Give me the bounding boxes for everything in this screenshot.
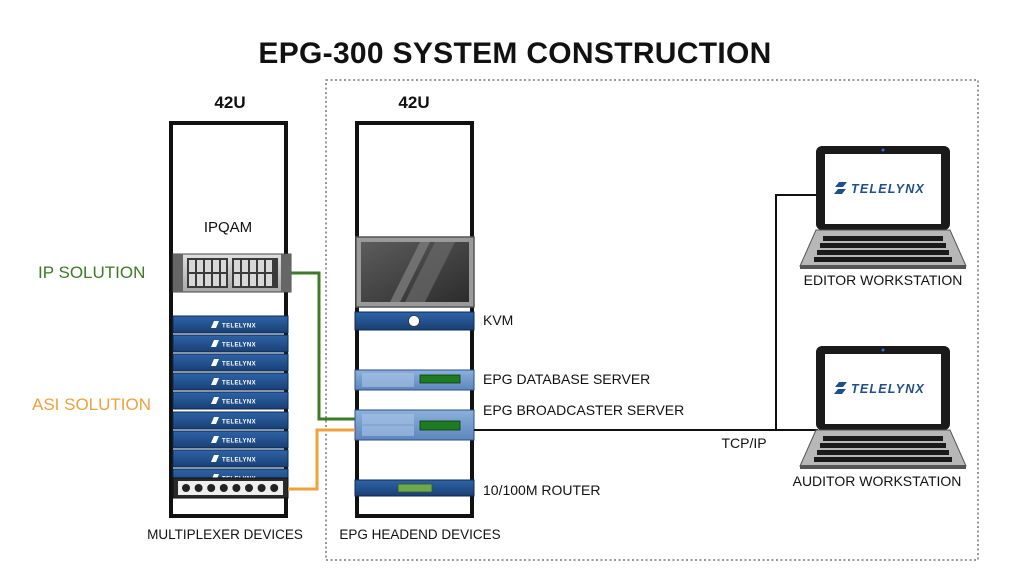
power-outlet-icon: [245, 484, 253, 492]
multiplexer-rack: 42U IPQAM TELELYNXTELELYNXTELELYNXTELELY…: [147, 93, 303, 542]
power-strip: [172, 477, 289, 499]
power-outlet-icon: [257, 484, 266, 492]
database-server-label: EPG DATABASE SERVER: [483, 371, 650, 387]
ip-connection-line: [291, 271, 355, 421]
asi-solution-label: ASI SOLUTION: [32, 395, 151, 414]
multiplexer-caption: MULTIPLEXER DEVICES: [147, 527, 303, 542]
broadcaster-server-label: EPG BROADCASTER SERVER: [483, 402, 684, 418]
multiplexer-unit: TELELYNX: [172, 430, 289, 449]
multiplexer-unit: TELELYNX: [172, 353, 289, 372]
brand-logo-icon: [211, 417, 219, 424]
brand-logo-icon: [211, 397, 219, 404]
ipqam-unit: [172, 253, 292, 293]
kvm-monitor: [355, 236, 475, 308]
router-label: 10/100M ROUTER: [483, 482, 600, 498]
power-outlet-icon: [232, 484, 241, 492]
database-server-unit: [354, 369, 475, 391]
broadcaster-server-unit: [354, 409, 475, 441]
ip-solution-label: IP SOLUTION: [38, 263, 145, 282]
headend-caption: EPG HEADEND DEVICES: [339, 527, 500, 542]
unit-brand-text: TELELYNX: [222, 343, 256, 349]
network-protocol-label: TCP/IP: [721, 435, 766, 451]
kvm-unit: [354, 311, 475, 331]
brand-logo-icon: [211, 378, 219, 385]
brand-logo-icon: [211, 455, 219, 462]
unit-brand-text: TELELYNX: [222, 324, 256, 330]
laptop-brand-text: TELELYNX: [851, 182, 925, 196]
brand-logo-icon: [211, 340, 219, 347]
brand-logo-icon: [211, 321, 219, 328]
unit-brand-text: TELELYNX: [222, 420, 256, 426]
auditor-workstation-label: AUDITOR WORKSTATION: [793, 473, 962, 489]
multiplexer-unit: TELELYNX: [172, 449, 289, 468]
unit-brand-text: TELELYNX: [222, 381, 256, 387]
power-outlet-icon: [219, 484, 228, 492]
multiplexer-unit: TELELYNX: [172, 372, 289, 391]
power-outlet-icon: [182, 484, 190, 492]
multiplexer-unit: TELELYNX: [172, 411, 289, 430]
editor-laptop: TELELYNX: [799, 146, 967, 269]
ipqam-label: IPQAM: [204, 219, 252, 236]
power-outlet-icon: [270, 484, 279, 492]
laptop-brand-text: TELELYNX: [851, 382, 925, 396]
editor-workstation-label: EDITOR WORKSTATION: [804, 272, 963, 288]
page-title: EPG-300 SYSTEM CONSTRUCTION: [258, 37, 771, 70]
power-outlet-icon: [207, 484, 216, 492]
rack-height-label: 42U: [214, 93, 245, 112]
unit-brand-text: TELELYNX: [222, 439, 256, 445]
power-outlet-icon: [194, 484, 203, 492]
multiplexer-unit: TELELYNX: [172, 334, 289, 353]
multiplexer-units: TELELYNX TELELYNX TELELYNX TELELYNX TELELYNX…: [172, 315, 289, 487]
multiplexer-unit: TELELYNX: [172, 315, 289, 334]
rack-height-label: 42U: [398, 93, 429, 112]
router-unit: [354, 479, 475, 497]
unit-brand-text: TELELYNX: [222, 362, 256, 368]
asi-connection-line: [288, 428, 355, 491]
kvm-label: KVM: [483, 312, 513, 328]
brand-logo-icon: [211, 359, 219, 366]
headend-rack: 42U E: [339, 93, 500, 542]
unit-brand-text: TELELYNX: [222, 400, 256, 406]
network-line-editor: [775, 194, 818, 430]
auditor-laptop: TELELYNX: [799, 346, 967, 469]
brand-logo-icon: [211, 436, 219, 443]
multiplexer-unit: TELELYNX: [172, 391, 289, 410]
headend-boundary: [325, 79, 979, 561]
unit-brand-text: TELELYNX: [222, 458, 256, 464]
